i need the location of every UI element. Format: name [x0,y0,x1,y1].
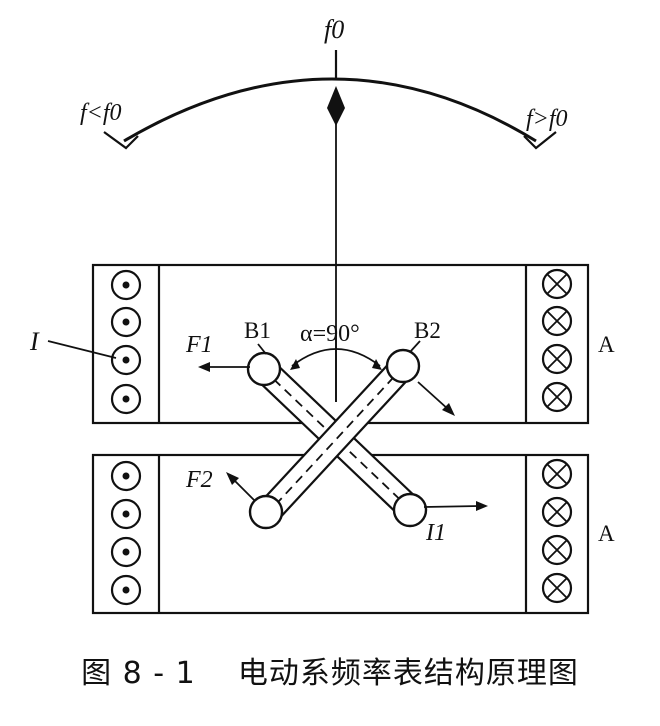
scale-left-tick [103,131,139,150]
scale-right-tick [523,131,557,150]
label-coil-a-bottom: A [598,521,615,546]
label-f0: f0 [324,15,344,44]
label-current-i1: I1 [425,520,446,546]
label-force-f2: F2 [185,467,213,493]
fixed-coil-bottom-frame [91,453,590,615]
scale-arc [123,77,537,143]
moving-coil-b2 [248,348,421,530]
current-in-symbols [541,268,573,604]
frequency-meter-diagram: f0 f<f0 f>f0 [29,15,615,615]
label-coil-b1: B1 [244,318,271,343]
label-f-greater-than-f0: f>f0 [526,106,568,132]
force-arrow-b2 [417,381,455,416]
force-arrow-f1 [198,362,250,372]
figure-title: 电动系频率表结构原理图 [237,656,579,691]
leader-line-i [47,340,117,359]
force-arrow-i1 [423,501,488,511]
force-arrow-f2 [226,472,255,501]
angle-marker [290,348,382,370]
label-angle: α=90° [300,321,360,347]
figure-caption: 图 8 - 1 电动系频率表结构原理图 [0,648,660,698]
label-f-less-than-f0: f<f0 [80,100,122,126]
label-coil-b2: B2 [414,318,441,343]
label-coil-a-top: A [598,332,615,357]
pointer-diamond [327,86,345,126]
leader-line-b2 [409,340,421,353]
figure-number: 图 8 - 1 [81,656,196,691]
label-current-i: I [29,327,40,356]
label-force-f1: F1 [185,332,213,358]
current-out-symbols [110,269,142,606]
leader-line-b1 [257,343,267,355]
